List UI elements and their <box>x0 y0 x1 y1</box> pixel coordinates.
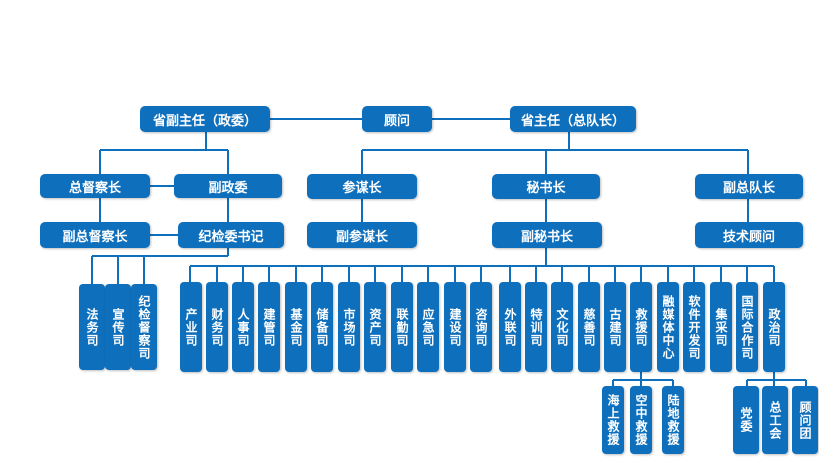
dept-politics: 政治司 <box>763 282 785 372</box>
deputy-commander-box: 副总队长 <box>695 174 803 199</box>
dept-training: 特训司 <box>525 282 547 372</box>
dept-emergency: 应急司 <box>417 282 439 372</box>
chief-inspector-box: 总督察长 <box>40 174 150 198</box>
dept-fund: 基金司 <box>285 282 307 372</box>
dept-reserve: 储备司 <box>311 282 333 372</box>
politics-trade-union: 总工会 <box>762 386 788 454</box>
dept-charity: 慈善司 <box>578 282 600 372</box>
dept-rescue: 救援司 <box>630 282 652 372</box>
deputy-political-box: 副政委 <box>174 174 282 198</box>
dept-assets: 资产司 <box>364 282 386 372</box>
dept-external: 外联司 <box>499 282 521 372</box>
dept-international: 国际合作司 <box>736 282 758 372</box>
deputy-chief-inspector-box: 副总督察长 <box>40 222 150 248</box>
secretary-general-box: 秘书长 <box>492 174 600 199</box>
deputy-chief-of-staff-box: 副参谋长 <box>307 222 417 248</box>
dept-finance: 财务司 <box>206 282 228 372</box>
director-box: 省主任（总队长） <box>510 106 636 132</box>
dept-ancient-building: 古建司 <box>604 282 626 372</box>
dept-consulting: 咨询司 <box>470 282 492 372</box>
tech-advisor-box: 技术顾问 <box>695 222 803 248</box>
dept-logistics: 联勤司 <box>391 282 413 372</box>
dept-culture: 文化司 <box>551 282 573 372</box>
vice-director-box: 省副主任（政委） <box>140 106 270 132</box>
politics-party-committee: 党委 <box>733 386 759 454</box>
rescue-land: 陆地救援 <box>662 386 684 454</box>
dept-media-center: 融媒体中心 <box>657 282 679 372</box>
dept-building: 建设司 <box>444 282 466 372</box>
chief-of-staff-box: 参谋长 <box>307 174 417 199</box>
dept-market: 市场司 <box>338 282 360 372</box>
politics-advisory-group: 顾问团 <box>792 386 818 454</box>
discipline-secretary-box: 纪检委书记 <box>178 222 284 248</box>
deputy-secretary-general-box: 副秘书长 <box>492 222 602 248</box>
dept-construction-mgmt: 建管司 <box>258 282 280 372</box>
left-dept-law: 法务司 <box>79 284 105 370</box>
dept-personnel: 人事司 <box>232 282 254 372</box>
dept-industry: 产业司 <box>180 282 202 372</box>
rescue-sea: 海上救援 <box>602 386 624 454</box>
dept-software: 软件开发司 <box>683 282 705 372</box>
advisor-box: 顾问 <box>362 106 432 132</box>
rescue-air: 空中救援 <box>630 386 652 454</box>
dept-procurement: 集采司 <box>710 282 732 372</box>
left-dept-publicity: 宣传司 <box>105 284 131 370</box>
left-dept-discipline: 纪检督察司 <box>131 284 157 370</box>
